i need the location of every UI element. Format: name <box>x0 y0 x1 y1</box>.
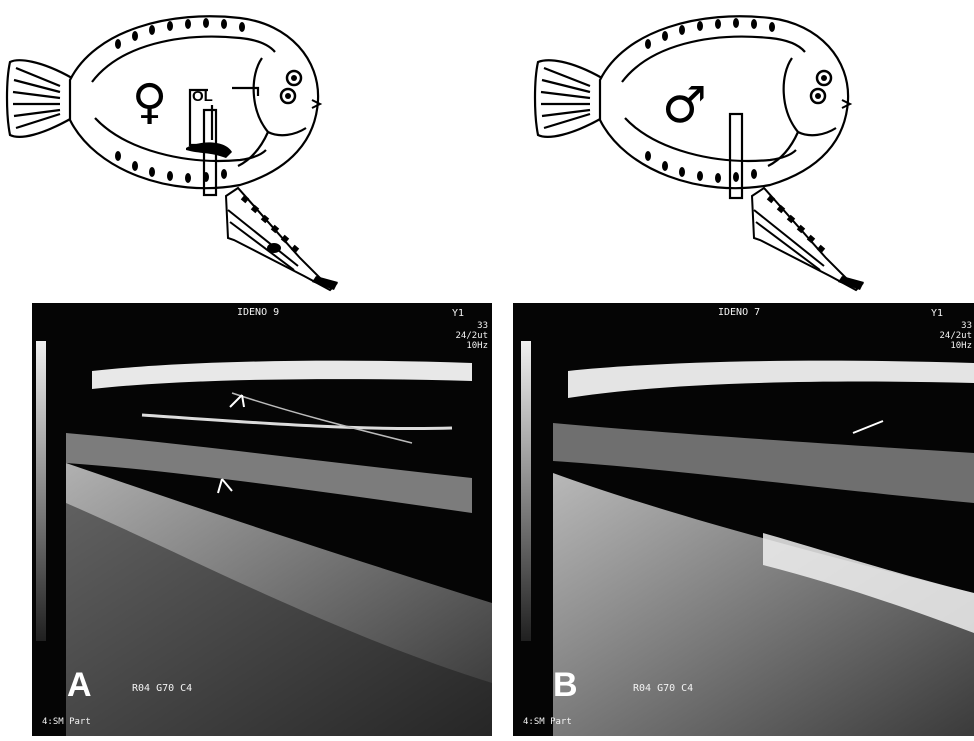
ol-label: OL <box>192 88 213 105</box>
scan-preset: 4:SM Part <box>42 717 91 727</box>
male-fish-diagram <box>520 0 880 300</box>
ultrasound-scan-b <box>513 303 974 736</box>
frame-line: 24/2ut <box>455 331 488 341</box>
frame-line: 33 <box>455 321 488 331</box>
ultrasound-panel-a: IDENO 9 Y1 33 24/2ut 10Hz A R04 G70 C4 4… <box>32 303 492 736</box>
scan-header: IDENO 9 <box>237 307 279 318</box>
scan-settings: R04 G70 C4 <box>633 683 693 694</box>
ultrasound-scan-a <box>32 303 492 736</box>
male-symbol: ♂ <box>662 80 707 130</box>
scan-yt: Y1 <box>452 308 464 319</box>
ultrasound-panel-b: IDENO 7 Y1 33 24/2ut 10Hz B R04 G70 C4 4… <box>513 303 974 736</box>
frame-line: 10Hz <box>939 341 972 351</box>
scan-preset: 4:SM Part <box>523 717 572 727</box>
panel-letter: A <box>67 668 92 702</box>
frame-line: 33 <box>939 321 972 331</box>
scan-frame-info: 33 24/2ut 10Hz <box>455 321 488 351</box>
frame-line: 24/2ut <box>939 331 972 341</box>
panel-letter: B <box>553 668 578 702</box>
frame-line: 10Hz <box>455 341 488 351</box>
scan-header: IDENO 7 <box>718 307 760 318</box>
scan-frame-info: 33 24/2ut 10Hz <box>939 321 972 351</box>
scan-settings: R04 G70 C4 <box>132 683 192 694</box>
female-symbol: ♀ <box>132 78 167 126</box>
scan-yt: Y1 <box>931 308 943 319</box>
female-fish-diagram <box>0 0 350 300</box>
